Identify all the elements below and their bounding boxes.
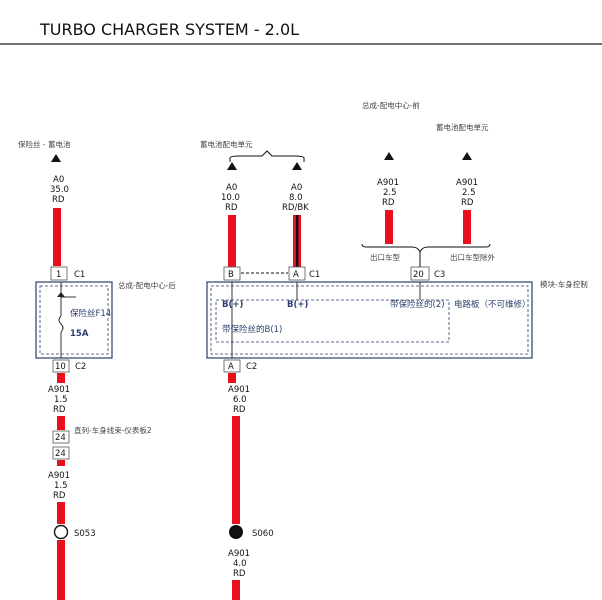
arrow-up-icon xyxy=(384,152,394,160)
wire-color: RD xyxy=(53,491,66,501)
label-fuse-battery: 保险丝 - 蓄电池 xyxy=(18,139,71,149)
pin-number: 10 xyxy=(55,362,66,372)
wire-gauge: 2.5 xyxy=(462,188,476,198)
body-control-module-inner xyxy=(210,285,529,355)
wire-color: RD/BK xyxy=(282,203,309,213)
internal-fused-block xyxy=(215,299,450,343)
label-export-1: 出口车型 xyxy=(370,252,400,262)
wire-a0-10 xyxy=(228,215,236,267)
label-module-body: 模块-车身控制 xyxy=(540,279,588,289)
wire-a901-6-top xyxy=(228,373,236,383)
wire-a901-15a xyxy=(57,416,65,430)
connector-label: C2 xyxy=(75,362,86,372)
wire-circuit: A0 xyxy=(53,175,64,185)
connector-pin-1 xyxy=(50,266,68,281)
label-battery-dist-2: 蓄电池配电单元 xyxy=(436,122,489,132)
connector-pin-b xyxy=(223,266,241,281)
pin-number: A xyxy=(228,362,234,372)
splice-label: S060 xyxy=(252,529,274,539)
pin-number: A xyxy=(293,270,299,280)
connector-label: C2 xyxy=(246,362,257,372)
fuse-box-inner xyxy=(39,285,109,355)
wire-gauge: 1.5 xyxy=(54,395,68,405)
splice-s060-icon xyxy=(229,525,243,539)
fuse-amp: 15A xyxy=(70,329,89,339)
arrow-up-icon xyxy=(292,162,302,170)
wire-color: RD xyxy=(225,203,238,213)
circuit-board: 电路板（不可维修） xyxy=(454,299,531,310)
fuse-box-rear xyxy=(35,281,113,359)
pin-number: 24 xyxy=(55,433,66,443)
label-export-2: 出口车型除外 xyxy=(450,252,495,262)
connector-pin-a xyxy=(288,266,306,281)
wire-gauge: 10.0 xyxy=(221,193,240,203)
wire-circuit: A0 xyxy=(226,183,237,193)
wire-circuit: A901 xyxy=(48,471,70,481)
brace-icon xyxy=(361,243,491,254)
connector-pin-20 xyxy=(410,266,430,281)
connector-pin-a-c2 xyxy=(223,359,241,373)
fuse-arrow-icon xyxy=(57,292,65,297)
connector-pin-24b xyxy=(52,446,70,460)
wire-a0-35 xyxy=(53,208,61,266)
wire-gauge: 6.0 xyxy=(233,395,247,405)
splice-s053-icon xyxy=(53,524,69,540)
wire-a901-15b xyxy=(57,502,65,524)
connector-pin-24a xyxy=(52,430,70,444)
arrow-up-icon xyxy=(227,162,237,170)
wire-circuit: A0 xyxy=(291,183,302,193)
wire-color: RD xyxy=(233,569,246,579)
wire-gauge: 4.0 xyxy=(233,559,247,569)
splice-label: S053 xyxy=(74,529,96,539)
pin-number: 20 xyxy=(413,270,424,280)
label-battery-dist: 蓄电池配电单元 xyxy=(200,139,253,149)
fuse-label-text: 保险丝F14 xyxy=(70,308,111,319)
wire-from-s053 xyxy=(57,540,65,600)
wire-color: RD xyxy=(53,405,66,415)
pin-number: 1 xyxy=(56,270,61,280)
wire-color: RD xyxy=(461,198,474,208)
wire-gauge: 35.0 xyxy=(50,185,69,195)
fuse-icon xyxy=(58,315,64,333)
fused-circuit-2: 带保险丝的(2) xyxy=(390,299,445,310)
wire-circuit: A901 xyxy=(228,385,250,395)
wire-circuit: A901 xyxy=(48,385,70,395)
pin-number: 24 xyxy=(55,449,66,459)
wire-gauge: 8.0 xyxy=(289,193,303,203)
wire-a901-25b xyxy=(463,210,471,244)
pin-number: B xyxy=(228,270,234,280)
wire-a901-6 xyxy=(232,416,240,524)
connector-label: C3 xyxy=(434,270,445,280)
wire-a901-15b-top xyxy=(57,460,65,466)
wire-color: RD xyxy=(233,405,246,415)
wire-a0-8-stripe xyxy=(296,215,299,267)
b-plus-2: B(+) xyxy=(287,300,308,310)
wire-a901-25a xyxy=(385,210,393,244)
wire-circuit: A901 xyxy=(228,549,250,559)
page-title: TURBO CHARGER SYSTEM - 2.0L xyxy=(39,20,299,39)
b-plus-1: B(+) xyxy=(222,300,243,310)
wire-gauge: 1.5 xyxy=(54,481,68,491)
connector-label: C1 xyxy=(74,270,85,280)
label-dist-rear: 总成-配电中心-后 xyxy=(118,280,176,290)
connector-label: C1 xyxy=(309,270,320,280)
label-dist-front: 总成-配电中心-前 xyxy=(362,100,420,110)
brace-icon xyxy=(229,150,305,162)
wire-a901-15a-top xyxy=(57,373,65,383)
wire-color: RD xyxy=(52,195,65,205)
wire-color: RD xyxy=(382,198,395,208)
wire-a901-4 xyxy=(232,580,240,600)
connector-pin-10 xyxy=(52,359,70,373)
arrow-up-icon xyxy=(462,152,472,160)
label-inline-conn: 直列-车身线束-仪表板2 xyxy=(74,425,152,435)
wire-circuit: A901 xyxy=(456,178,478,188)
wire-gauge: 2.5 xyxy=(383,188,397,198)
fused-b1: 带保险丝的B(1) xyxy=(222,324,282,335)
arrow-up-icon xyxy=(51,154,61,162)
wire-circuit: A901 xyxy=(377,178,399,188)
body-control-module xyxy=(206,281,533,359)
